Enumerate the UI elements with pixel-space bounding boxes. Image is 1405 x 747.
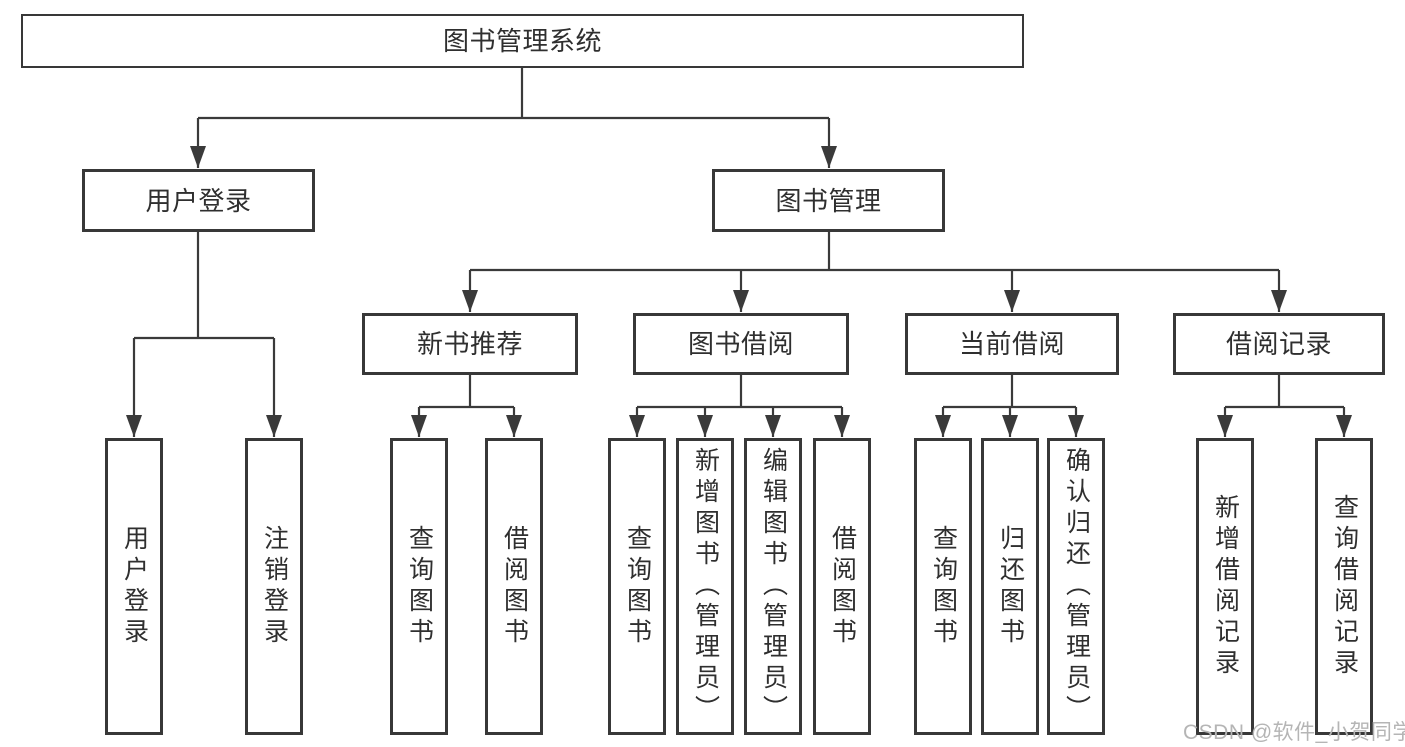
- leaf-query-books-borrow: 查询图书: [608, 438, 666, 735]
- leaf-borrow-books-recommend: 借阅图书: [485, 438, 543, 735]
- node-borrowing-records-label: 借阅记录: [1225, 329, 1332, 359]
- node-user-login-label: 用户登录: [145, 185, 252, 216]
- node-root-label: 图书管理系统: [442, 26, 602, 56]
- leaf-query-books-recommend: 查询图书: [390, 438, 448, 735]
- node-new-book-recommend-label: 新书推荐: [416, 329, 523, 359]
- leaf-confirm-return-admin: 确认归还（管理员）: [1047, 438, 1105, 735]
- leaf-user-login: 用户登录: [105, 438, 163, 735]
- leaf-add-book-admin: 新增图书（管理员）: [676, 438, 734, 735]
- leaf-return-book: 归还图书: [981, 438, 1039, 735]
- leaf-logout-login: 注销登录: [245, 438, 303, 735]
- leaf-borrow-books-borrow: 借阅图书: [813, 438, 871, 735]
- leaf-add-borrow-record: 新增借阅记录: [1196, 438, 1254, 735]
- node-book-management-label: 图书管理: [775, 185, 882, 216]
- node-user-login: 用户登录: [82, 169, 315, 232]
- leaf-query-books-current: 查询图书: [914, 438, 972, 735]
- node-book-borrowing-label: 图书借阅: [687, 329, 794, 359]
- node-new-book-recommend: 新书推荐: [362, 313, 578, 375]
- csdn-watermark: CSDN @软件_小贺同学: [1183, 721, 1405, 744]
- arrowheads: [126, 118, 1352, 437]
- node-root: 图书管理系统: [21, 14, 1024, 68]
- node-borrowing-records: 借阅记录: [1173, 313, 1385, 375]
- node-book-management: 图书管理: [712, 169, 945, 232]
- node-book-borrowing: 图书借阅: [633, 313, 849, 375]
- leaf-edit-book-admin: 编辑图书（管理员）: [744, 438, 802, 735]
- leaf-query-borrow-record: 查询借阅记录: [1315, 438, 1373, 735]
- node-current-borrowing: 当前借阅: [905, 313, 1119, 375]
- node-current-borrowing-label: 当前借阅: [958, 329, 1065, 359]
